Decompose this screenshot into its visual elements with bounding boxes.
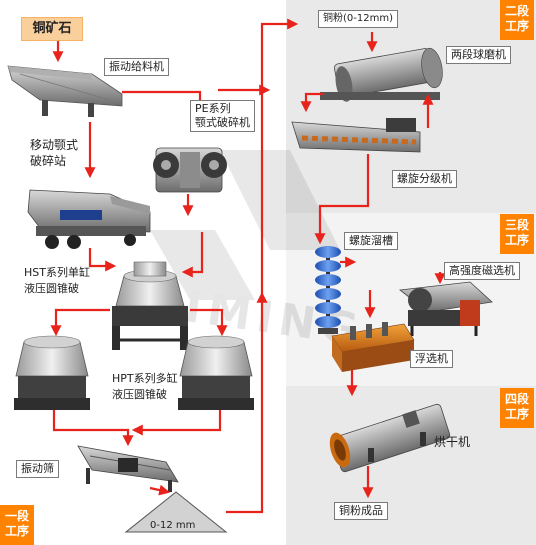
flow-arrows bbox=[50, 18, 446, 514]
mobile-crusher-label: 移动颚式 破碎站 bbox=[30, 138, 79, 168]
spiral-classifier-illustration bbox=[291, 118, 421, 153]
flotation-machine-illustration bbox=[331, 322, 415, 372]
spiral-chute-illustration bbox=[315, 246, 341, 334]
magnetic-separator-illustration bbox=[398, 281, 493, 336]
stage-tag-4: 四段 工序 bbox=[500, 388, 534, 428]
jaw-crusher-illustration bbox=[153, 147, 227, 193]
screen-label: 振动筛 bbox=[16, 460, 59, 478]
rotary-dryer-illustration bbox=[329, 403, 451, 473]
ball-mill-illustration bbox=[320, 47, 443, 102]
magnetic-separator-label: 高强度磁选机 bbox=[444, 262, 520, 280]
mobile-crusher-illustration bbox=[27, 189, 151, 249]
dryer-label: 烘干机 bbox=[434, 435, 471, 449]
stage-tag-1: 一段 工序 bbox=[0, 505, 34, 545]
hst-cone-crusher-illustration bbox=[112, 261, 188, 350]
hpt-cone-crusher-left-illustration bbox=[14, 335, 90, 410]
copper-powder-label: 铜粉(0-12mm) bbox=[318, 10, 398, 28]
hpt-cone-crusher-right-illustration bbox=[178, 335, 254, 410]
flotation-label: 浮选机 bbox=[410, 350, 453, 368]
raw-ore-label: 铜矿石 bbox=[21, 17, 83, 41]
hpt-cone-label: HPT系列多缸 液压圆锥破 bbox=[112, 372, 178, 401]
spiral-chute-label: 螺旋溜槽 bbox=[344, 232, 398, 250]
hst-cone-label: HST系列单缸 液压圆锥破 bbox=[24, 266, 90, 295]
final-product-label: 铜粉成品 bbox=[334, 502, 388, 520]
feeder-label: 振动给料机 bbox=[104, 58, 169, 76]
jaw-crusher-label: PE系列 颚式破碎机 bbox=[190, 100, 255, 132]
ball-mill-label: 两段球磨机 bbox=[446, 46, 511, 64]
stage-tag-3: 三段 工序 bbox=[500, 214, 534, 254]
vibrating-feeder-illustration bbox=[7, 65, 123, 117]
product-size-label: 0-12 mm bbox=[150, 520, 196, 531]
product-pile-triangle bbox=[124, 491, 228, 533]
classifier-label: 螺旋分级机 bbox=[392, 170, 457, 188]
stage-tag-2: 二段 工序 bbox=[500, 0, 534, 40]
vibrating-screen-illustration bbox=[77, 445, 179, 492]
